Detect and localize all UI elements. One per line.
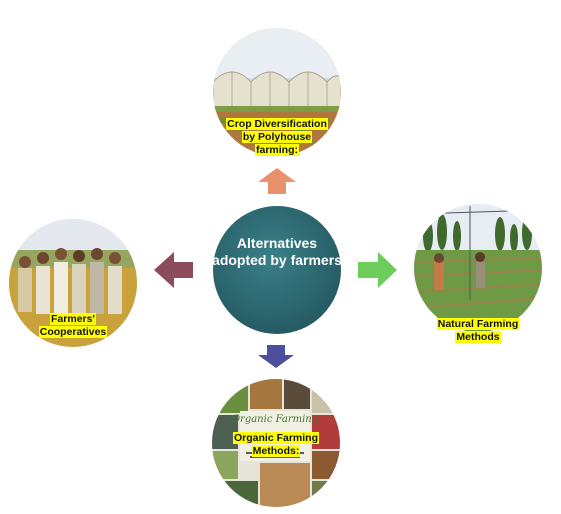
center-circle [213, 206, 341, 334]
organic-title-text: Organic Farming [232, 414, 318, 425]
arrow-left [154, 252, 193, 288]
arrow-right [358, 252, 397, 288]
node-image-farmers-group [9, 219, 137, 347]
node-image-polyhouse [213, 28, 341, 156]
node-image-organic-farming: Organic Farming [212, 379, 340, 507]
center-label: Alternatives adopted by farmers [212, 235, 342, 268]
node-image-natural-farming [414, 204, 542, 332]
arrow-up [258, 168, 296, 194]
arrow-down [258, 345, 294, 368]
